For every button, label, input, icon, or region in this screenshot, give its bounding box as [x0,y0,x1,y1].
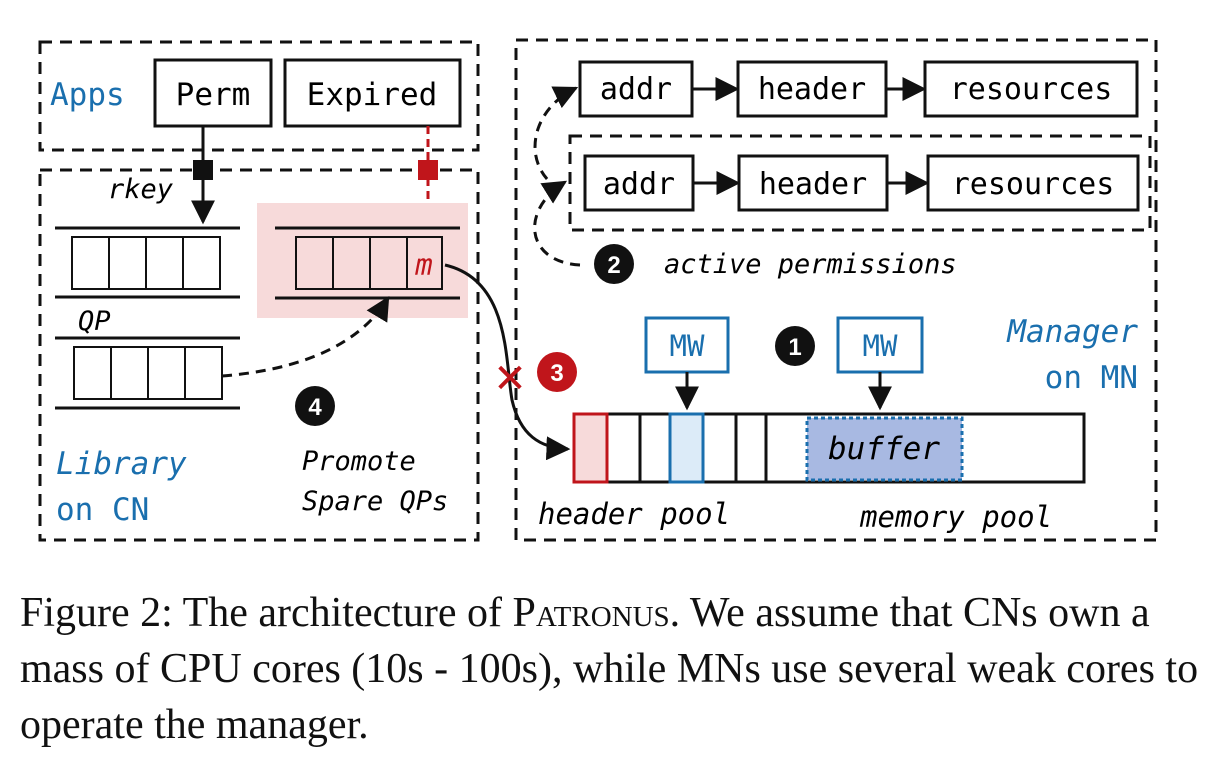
perm-box [153,58,273,128]
step-3-badge [537,352,577,392]
active-permissions-link-upper [533,86,579,192]
header-pool-slot-mw [668,412,705,484]
qp-slot [108,236,147,290]
m-to-header-pool-arrow [444,263,571,461]
mw-box-header [644,316,730,374]
step-1-badge [775,326,815,366]
chain-1-header: header [758,72,866,107]
mw-label-header: MW [670,329,705,363]
promote-label: Promote [302,446,416,477]
failed-access-x-icon: ✕ [493,356,527,402]
library-label: Library [56,446,187,482]
qp-slot [71,236,110,290]
active-permissions-region [568,134,1152,232]
chain-1-addr-box [578,60,694,118]
architecture-diagram: Apps Library on CN Manager on MN Perm Ex… [38,38,1158,542]
step-1-number: 1 [788,334,801,361]
manager-label: Manager [1006,314,1138,350]
mw-box-memory [836,316,924,374]
header-pool-slot-expired [572,412,609,484]
apps-label: Apps [50,77,125,113]
manager-location-label: on MN [1045,360,1138,396]
qp-slot [182,236,221,290]
chain-1-header-box [736,60,888,118]
chain-2-addr: addr [603,167,675,202]
apps-region [38,40,480,152]
rkey-key-icon [193,160,213,180]
mw-label-memory: MW [863,329,898,363]
buffer-label: buffer [828,431,940,467]
spare-qps-label: Spare QPs [302,486,448,517]
memory-pool-label: memory pool [859,500,1052,534]
expired-key-icon [418,160,438,180]
caption-prefix: Figure 2: The architecture of [20,590,513,636]
spare-qp-slot [147,346,186,400]
perm-label: Perm [176,77,251,113]
caption-text: . We assume that CNs own a mass of CPU c… [20,590,1199,748]
caption-system-name: Patronus [512,590,670,636]
chain-2-header: header [759,167,867,202]
active-permissions-label: active permissions [664,249,957,280]
buffer-region [805,416,964,482]
m-label: m [414,248,432,282]
header-pool-label: header pool [538,497,730,531]
chain-2-resources-box [926,154,1140,212]
step-2-badge [594,244,634,284]
spare-qp-slot [110,346,149,400]
step-4-badge [295,386,335,426]
chain-1-resources-box [923,60,1139,118]
expired-box [283,58,462,128]
promote-arrow [221,295,390,378]
manager-region [514,38,1158,542]
active-permissions-link-lower [533,180,581,267]
step-3-number: 3 [550,360,563,387]
rkey-label: rkey [108,174,174,205]
step-2-number: 2 [607,252,620,279]
figure-caption: Figure 2: The architecture of Patronus. … [20,585,1200,753]
library-location-label: on CN [56,492,149,528]
broken-qp-slot [406,236,443,290]
chain-1-resources: resources [950,72,1113,107]
broken-qp-highlight [257,203,468,318]
qp-slot [145,236,184,290]
qp-label: QP [78,306,111,337]
step-4-number: 4 [308,394,322,421]
chain-2-header-box [737,154,889,212]
expired-label: Expired [307,77,438,113]
chain-1-addr: addr [600,72,672,107]
chain-2-resources: resources [952,167,1115,202]
spare-qp-slot [73,346,112,400]
spare-qp-slot [184,346,223,400]
library-region [38,168,480,542]
